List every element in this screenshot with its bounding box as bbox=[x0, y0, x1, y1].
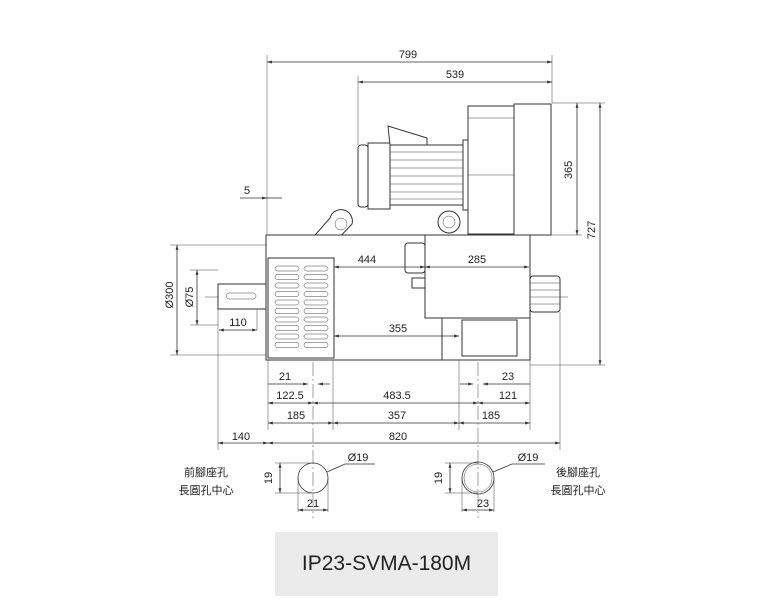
dim-blower-height: 365 bbox=[563, 161, 575, 179]
dim-rear-offset: 121 bbox=[499, 390, 517, 402]
dim-body-diameter: Ø300 bbox=[164, 282, 176, 309]
dim-feet-span: 483.5 bbox=[383, 390, 411, 402]
grille-slot bbox=[303, 299, 329, 306]
dim-center-357: 357 bbox=[388, 410, 406, 422]
grille-slot bbox=[274, 308, 300, 314]
grille-slot bbox=[303, 282, 329, 289]
front-hole-label-2: 長圓孔中心 bbox=[179, 484, 234, 497]
grille-slot bbox=[274, 274, 300, 280]
dim-overall-length: 799 bbox=[399, 49, 417, 61]
grille-slot bbox=[274, 333, 300, 340]
grille-slot bbox=[303, 308, 329, 314]
grille-slot bbox=[303, 316, 329, 323]
grille-slot bbox=[303, 274, 329, 280]
dim-front-185: 185 bbox=[287, 410, 305, 422]
grille-slot bbox=[303, 333, 329, 340]
dim-shaft-140: 140 bbox=[232, 431, 250, 443]
extension-lines bbox=[170, 55, 605, 450]
grille-slot bbox=[274, 282, 300, 289]
dim-terminal-box: 285 bbox=[468, 254, 486, 266]
dimension-lines bbox=[175, 60, 602, 445]
grille-slot bbox=[303, 325, 329, 331]
rear-hole-diameter: Ø19 bbox=[518, 452, 539, 464]
grille-slot bbox=[274, 265, 300, 272]
dim-front-offset: 122.5 bbox=[276, 390, 304, 402]
blower-motor bbox=[357, 103, 552, 236]
grille-slot bbox=[274, 342, 300, 348]
rear-hole-label-2: 長圓孔中心 bbox=[551, 484, 606, 497]
motor-body bbox=[217, 234, 561, 361]
rear-foot-hole-detail bbox=[445, 461, 545, 512]
dim-to-terminal: 444 bbox=[358, 254, 376, 266]
grille-slot bbox=[303, 265, 329, 272]
grille-slot bbox=[303, 291, 329, 297]
dim-rear-slot: 23 bbox=[502, 371, 514, 383]
front-hole-label-1: 前腳座孔 bbox=[184, 465, 228, 479]
front-hole-height: 19 bbox=[263, 472, 275, 484]
rear-hole-label-1: 後腳座孔 bbox=[556, 465, 600, 479]
dim-blower-length: 539 bbox=[446, 69, 464, 81]
dim-offset: 5 bbox=[244, 185, 250, 197]
rear-hole-width: 23 bbox=[477, 498, 489, 510]
dim-shaft-diameter: Ø75 bbox=[184, 287, 196, 308]
front-hole-width: 21 bbox=[307, 498, 319, 510]
model-caption: IP23-SVMA-180M bbox=[275, 532, 498, 596]
dim-total-820: 820 bbox=[389, 431, 407, 443]
grille-slot bbox=[303, 342, 329, 348]
dim-shaft-length: 110 bbox=[229, 317, 247, 329]
grille-slot bbox=[274, 325, 300, 331]
front-hole-diameter: Ø19 bbox=[348, 452, 369, 464]
dim-to-lower-box: 355 bbox=[389, 323, 407, 335]
grille-slot bbox=[274, 299, 300, 306]
dim-overall-height: 727 bbox=[586, 221, 598, 239]
grille-slot bbox=[274, 291, 300, 297]
dim-rear-185: 185 bbox=[482, 410, 500, 422]
dim-front-slot: 21 bbox=[279, 371, 291, 383]
rear-hole-height: 19 bbox=[433, 472, 445, 484]
front-foot-hole-detail bbox=[275, 462, 375, 512]
grille-slot bbox=[274, 316, 300, 323]
